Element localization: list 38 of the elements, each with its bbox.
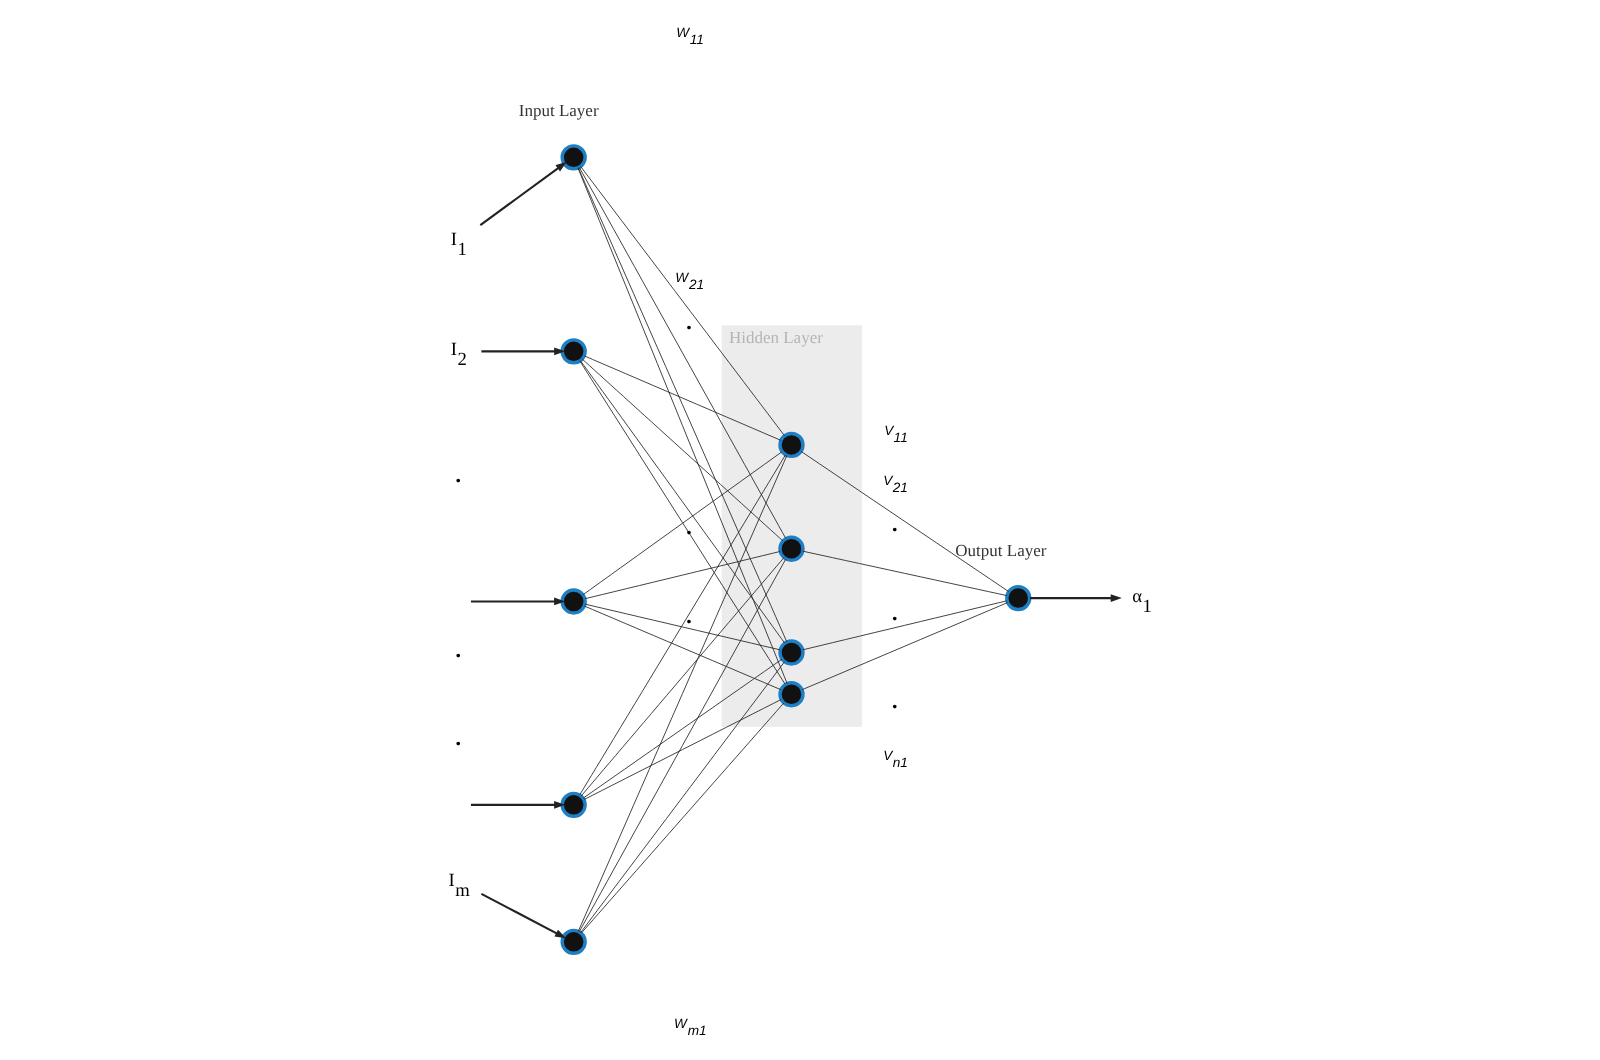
- connector: [577, 455, 788, 932]
- connector: [581, 702, 785, 934]
- connector: [583, 699, 782, 800]
- connector: [582, 658, 783, 799]
- node-circle: [778, 639, 805, 666]
- connector: [580, 661, 785, 933]
- connector: [578, 166, 787, 539]
- connector: [801, 602, 1009, 691]
- arrow: [470, 597, 566, 606]
- connector: [581, 358, 784, 542]
- node-circle: [560, 144, 587, 171]
- connector: [800, 451, 1009, 592]
- arrow: [479, 161, 567, 227]
- connector: [802, 550, 1008, 597]
- connector: [584, 603, 781, 651]
- label: Output Layer: [955, 540, 1047, 561]
- node-circle: [560, 791, 587, 819]
- node-circle: [778, 681, 805, 708]
- connector: [578, 558, 787, 933]
- arrow: [1029, 594, 1122, 602]
- node-circle: [1005, 584, 1032, 612]
- connector: [584, 605, 782, 691]
- connector: [584, 551, 781, 600]
- connector: [580, 166, 785, 436]
- node-circle: [560, 928, 587, 955]
- arrow: [470, 800, 566, 809]
- arrow: [481, 347, 566, 356]
- label: Input Layer: [518, 99, 599, 120]
- connector: [580, 557, 785, 797]
- node-circle: [778, 431, 805, 459]
- connector: [582, 451, 783, 596]
- connector: [579, 454, 786, 796]
- arrow: [480, 892, 567, 939]
- node-circle: [778, 535, 805, 562]
- node-circle: [560, 588, 587, 615]
- connector: [802, 600, 1008, 651]
- node-circle: [560, 338, 587, 365]
- connector: [584, 355, 782, 441]
